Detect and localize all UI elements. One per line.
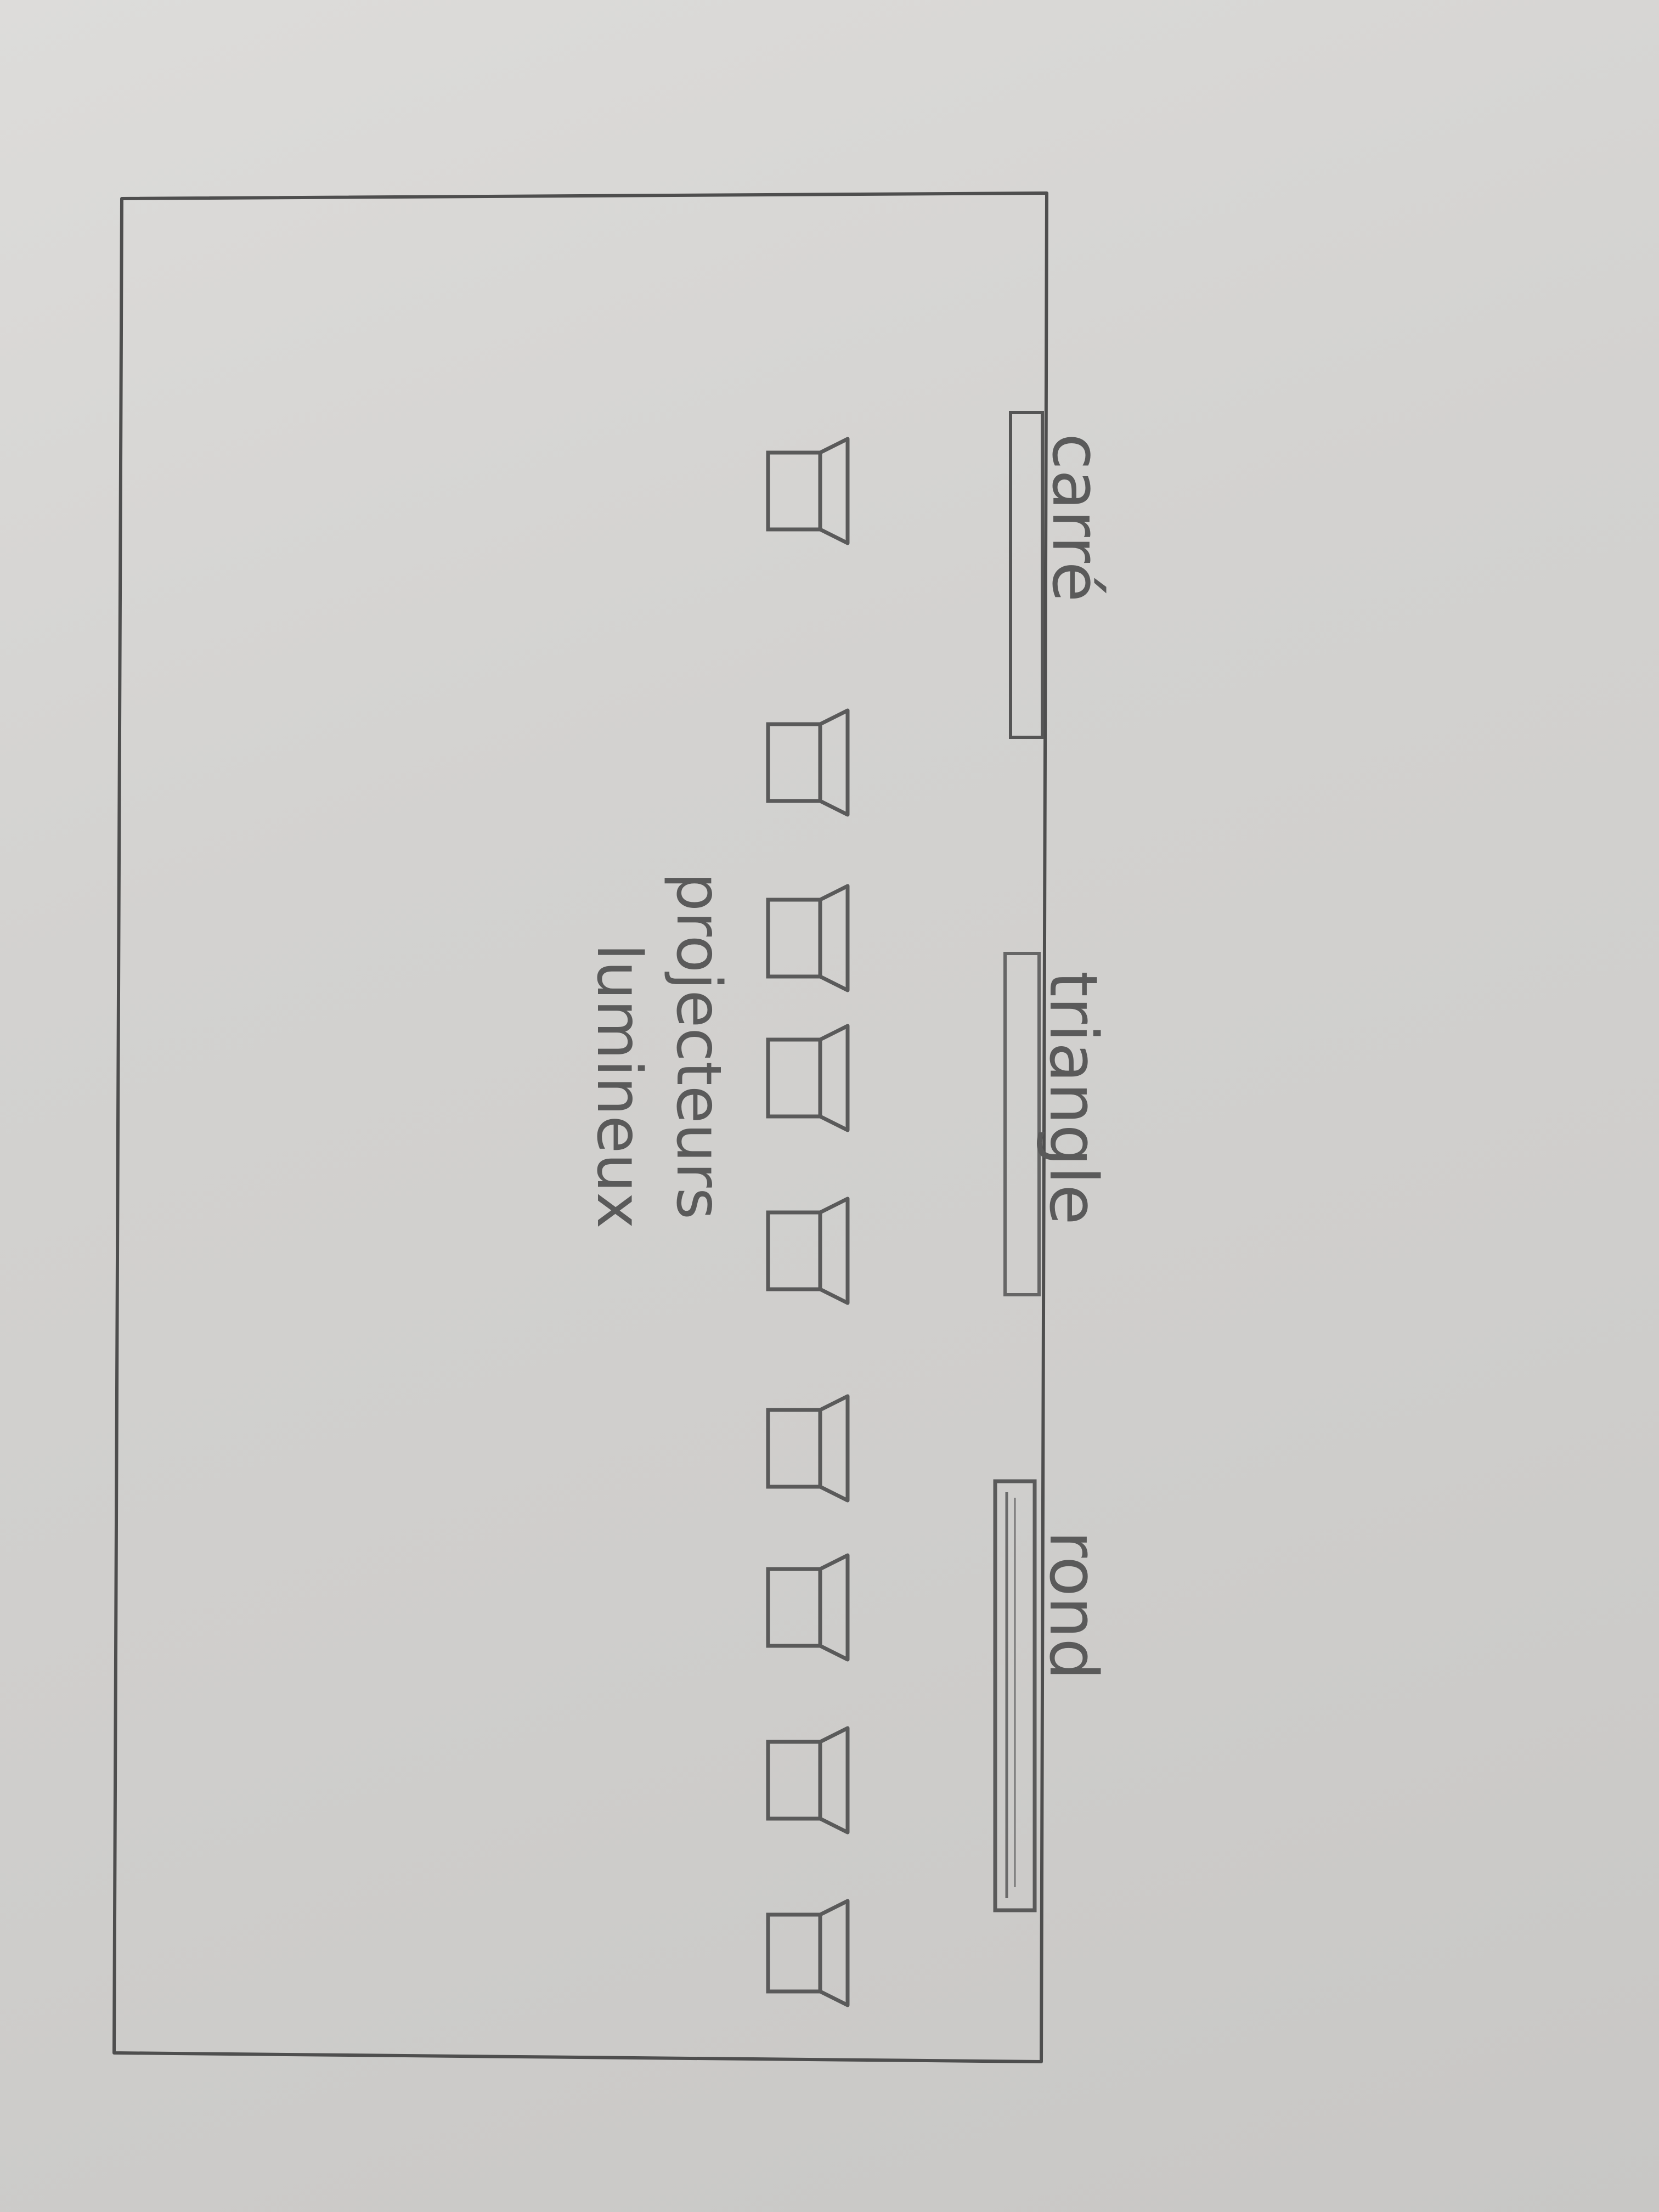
projector-lens — [818, 1726, 850, 1835]
projector-lens — [818, 708, 850, 817]
projector-symbol — [766, 1553, 850, 1662]
room-outline — [112, 191, 1048, 2063]
projector-body — [766, 1912, 822, 1994]
projector-body — [766, 1567, 822, 1648]
projector-body — [766, 1037, 822, 1119]
projector-symbol — [766, 884, 850, 992]
projector-symbol — [766, 708, 850, 817]
label-triangle: triangle — [1035, 971, 1111, 1225]
panel-carre — [1009, 411, 1044, 739]
panel-triangle — [1003, 952, 1041, 1296]
projector-lens — [818, 437, 850, 545]
projector-lens — [818, 1899, 850, 2007]
projector-lens — [818, 1394, 850, 1503]
projector-lens — [818, 1024, 850, 1132]
projector-body — [766, 722, 822, 803]
projector-symbol — [766, 1899, 850, 2007]
projector-lens — [818, 1197, 850, 1305]
projector-body — [766, 450, 822, 532]
projector-body — [766, 1740, 822, 1821]
projector-symbol — [766, 1024, 850, 1132]
projector-body — [766, 1408, 822, 1489]
panel-rond — [993, 1479, 1037, 1912]
projector-symbol — [766, 1726, 850, 1835]
label-rond: rond — [1035, 1531, 1111, 1680]
label-projecteurs: projecteurs — [663, 872, 734, 1220]
projector-row — [766, 437, 850, 2007]
label-lumineux: lumineux — [583, 944, 654, 1228]
projector-symbol — [766, 1394, 850, 1503]
projector-symbol — [766, 437, 850, 545]
label-carre: carré — [1037, 433, 1114, 602]
projector-symbol — [766, 1197, 850, 1305]
projector-body — [766, 898, 822, 979]
projector-lens — [818, 884, 850, 992]
projector-body — [766, 1210, 822, 1291]
projector-lens — [818, 1553, 850, 1662]
